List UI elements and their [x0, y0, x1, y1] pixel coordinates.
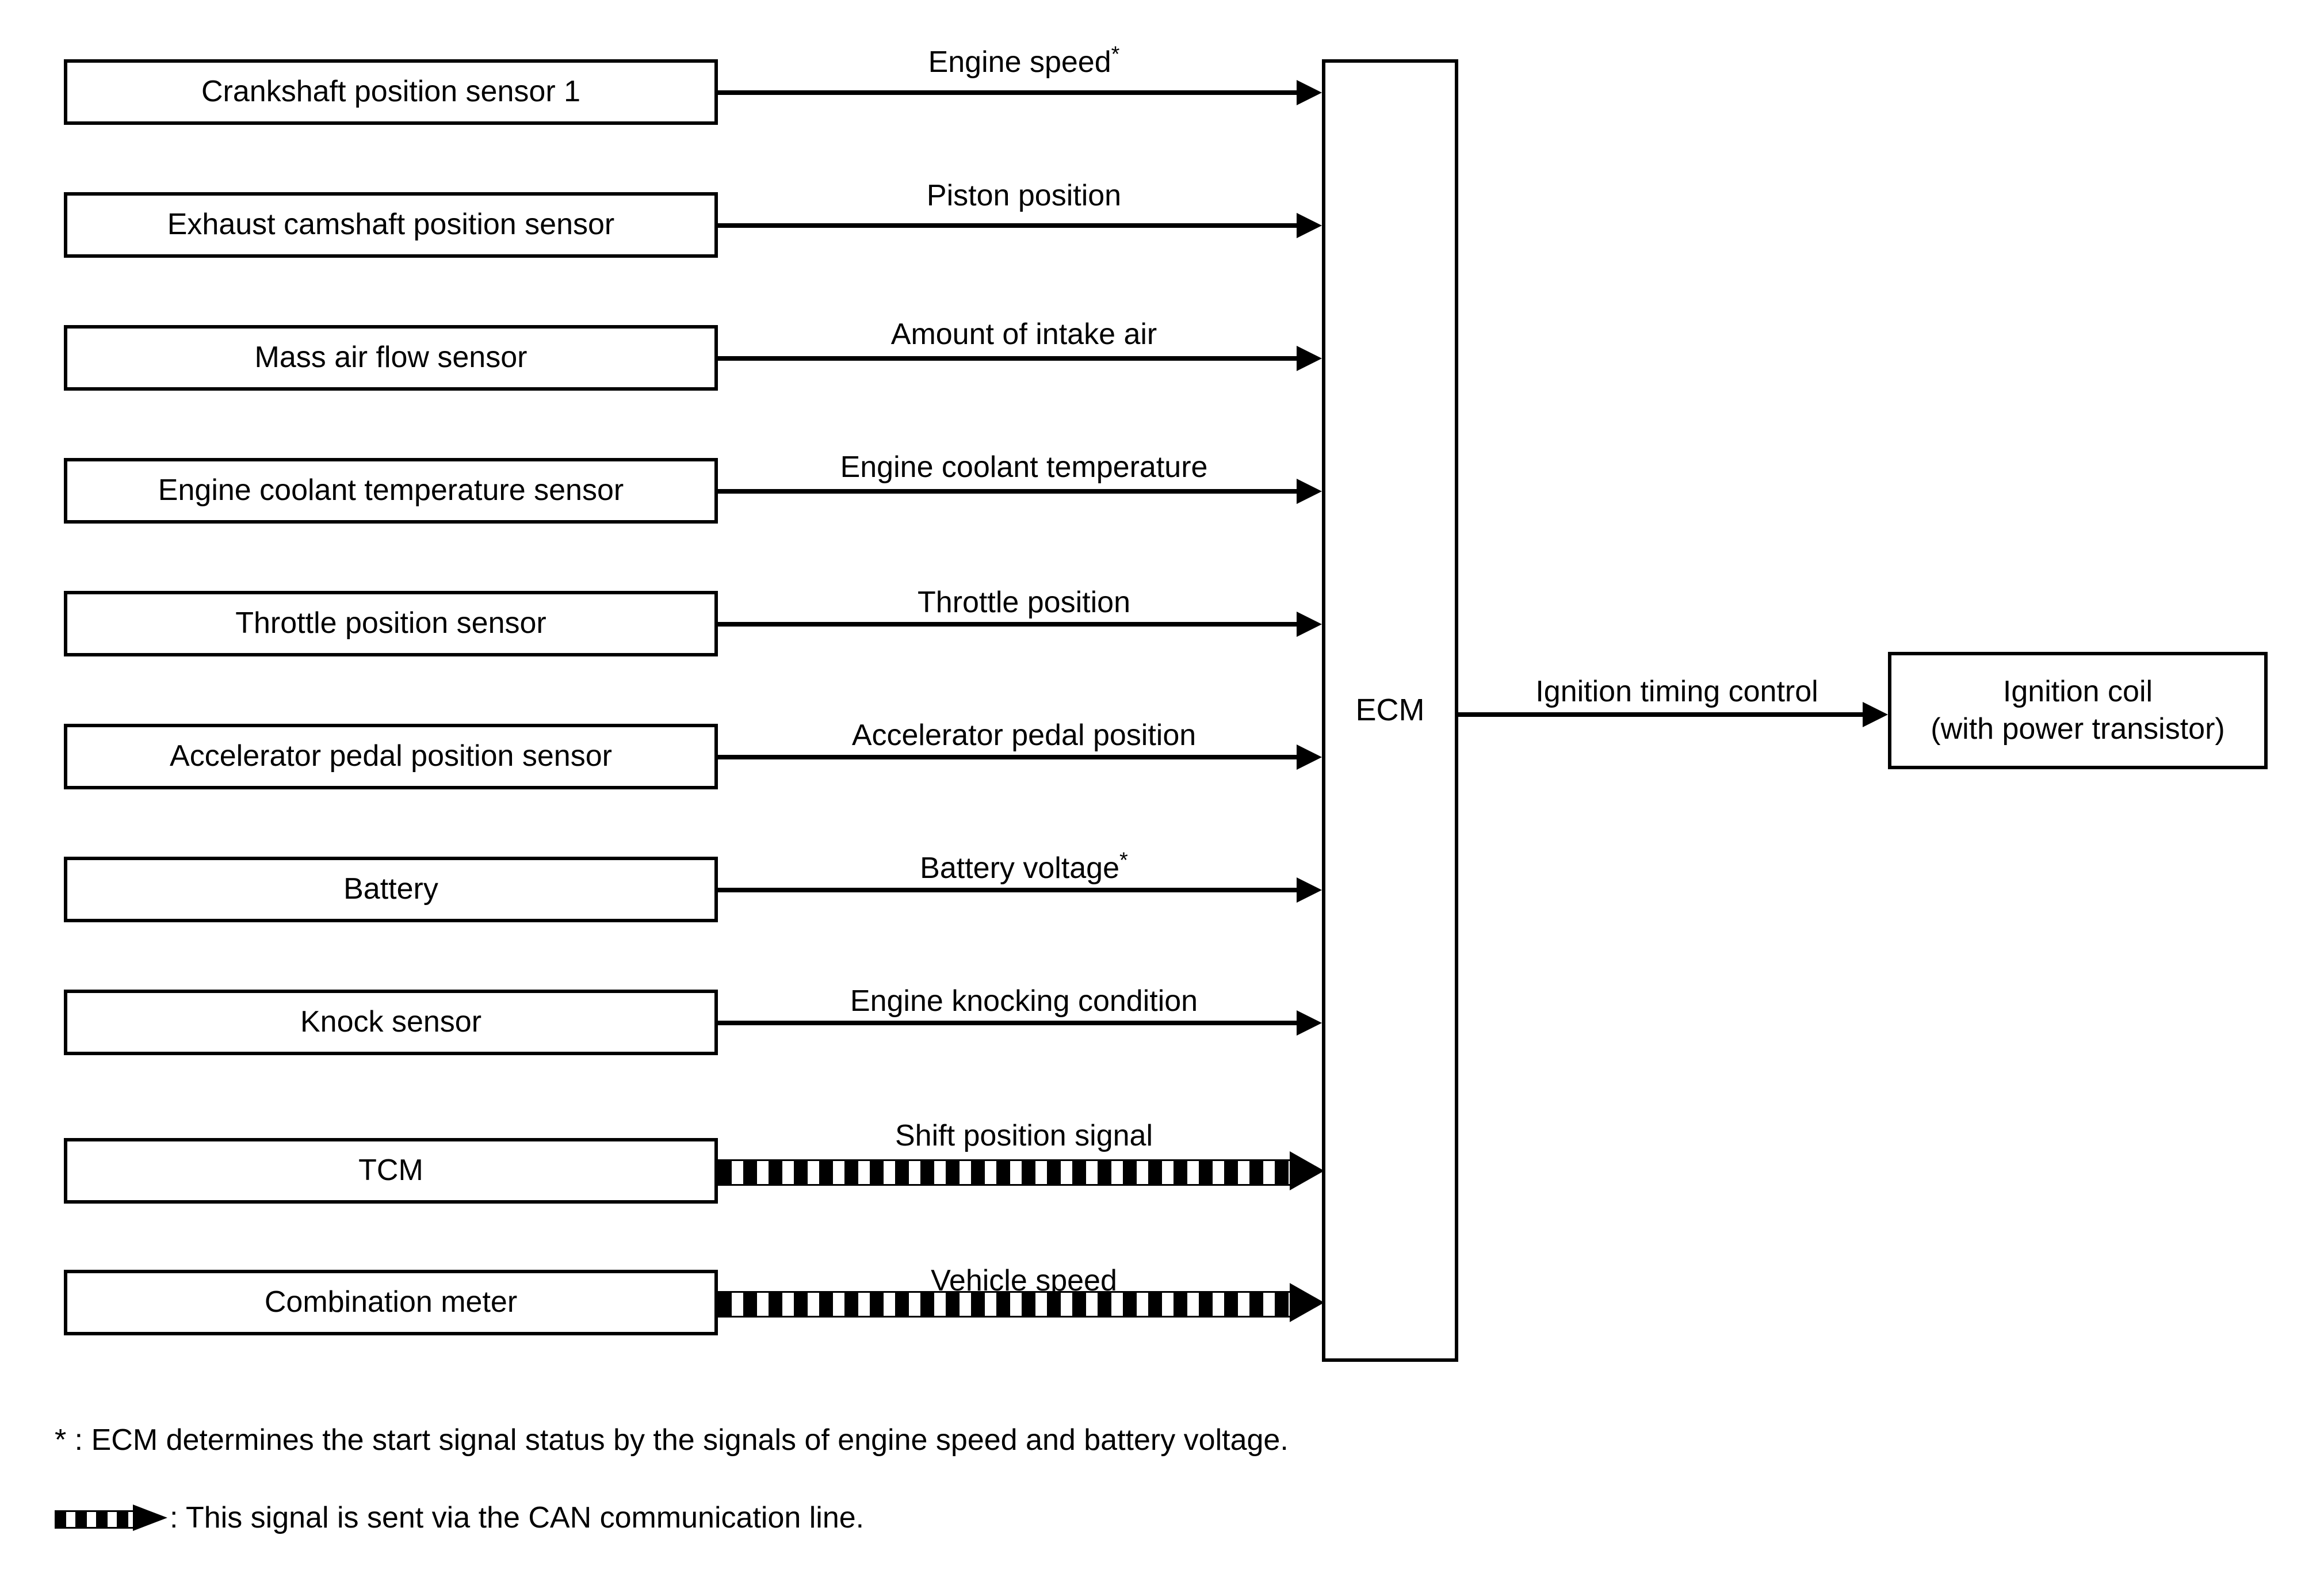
arrow-head-icon — [1297, 877, 1322, 903]
arrow-shaft — [1458, 712, 1863, 717]
footnote-marker: * — [1111, 42, 1120, 67]
signal-label-text: Vehicle speed — [931, 1264, 1117, 1297]
source-box-label: Combination meter — [264, 1285, 518, 1319]
signal-label-text: Piston position — [926, 179, 1122, 212]
signal-label-text: Shift position signal — [895, 1119, 1153, 1152]
signal-label-engine-coolant-temperature: Engine coolant temperature — [840, 450, 1208, 484]
source-box-label: TCM — [358, 1154, 423, 1187]
source-box-accelerator-pedal-position-sensor[interactable]: Accelerator pedal position sensor — [64, 724, 718, 789]
can-arrow-head-icon — [1290, 1283, 1324, 1322]
arrow-head-icon — [1297, 744, 1322, 770]
signal-label-piston-position: Piston position — [927, 178, 1121, 213]
arrow-head-icon — [1297, 612, 1322, 637]
signal-label-battery-voltage: Battery voltage* — [920, 848, 1128, 885]
ecm-box[interactable]: ECM — [1322, 59, 1458, 1362]
arrow-shaft — [718, 223, 1297, 228]
signal-label-engine-knocking-condition: Engine knocking condition — [850, 984, 1198, 1018]
arrow-shaft — [718, 888, 1297, 892]
arrow-shaft — [718, 1021, 1297, 1025]
source-box-battery[interactable]: Battery — [64, 857, 718, 922]
signal-label-shift-position-signal: Shift position signal — [895, 1118, 1153, 1153]
source-box-label: Throttle position sensor — [235, 606, 546, 640]
arrow-shaft — [718, 622, 1297, 627]
source-box-tcm[interactable]: TCM — [64, 1138, 718, 1204]
can-arrow-shaft — [718, 1291, 1290, 1318]
arrow-head-icon — [1863, 702, 1888, 727]
signal-label-ignition-timing-control: Ignition timing control — [1535, 674, 1818, 709]
can-arrow-shaft — [718, 1159, 1290, 1186]
ecm-label: ECM — [1355, 693, 1425, 728]
source-box-mass-air-flow-sensor[interactable]: Mass air flow sensor — [64, 325, 718, 391]
signal-label-text: Accelerator pedal position — [851, 719, 1197, 752]
can-legend-shaft — [55, 1510, 133, 1529]
source-box-exhaust-camshaft-position-sensor[interactable]: Exhaust camshaft position sensor — [64, 192, 718, 258]
signal-label-amount-of-intake-air: Amount of intake air — [891, 317, 1157, 352]
signal-label-text: Battery voltage — [920, 851, 1120, 885]
signal-label-text: Engine knocking condition — [850, 984, 1198, 1018]
arrow-head-icon — [1297, 1010, 1322, 1036]
signal-label-text: Engine coolant temperature — [840, 450, 1208, 484]
arrow-head-icon — [1297, 80, 1322, 105]
signal-label-text: Throttle position — [918, 586, 1130, 619]
source-box-throttle-position-sensor[interactable]: Throttle position sensor — [64, 591, 718, 656]
footnote-text: * : ECM determines the start signal stat… — [55, 1423, 1289, 1457]
arrow-shaft — [718, 90, 1297, 95]
source-box-knock-sensor[interactable]: Knock sensor — [64, 990, 718, 1055]
source-box-label: Exhaust camshaft position sensor — [167, 208, 615, 242]
source-box-label: Crankshaft position sensor 1 — [201, 75, 580, 109]
can-arrow-legend-icon — [55, 1505, 167, 1531]
arrow-head-icon — [1297, 213, 1322, 238]
signal-label-engine-speed: Engine speed* — [928, 42, 1120, 79]
footnote-marker: * — [1119, 848, 1128, 873]
source-box-label: Mass air flow sensor — [254, 341, 528, 375]
signal-label-throttle-position: Throttle position — [918, 585, 1130, 620]
footnote-text: : This signal is sent via the CAN commun… — [170, 1501, 865, 1534]
source-box-combination-meter[interactable]: Combination meter — [64, 1270, 718, 1335]
source-box-label: Accelerator pedal position sensor — [170, 739, 612, 773]
signal-label-vehicle-speed: Vehicle speed — [931, 1263, 1117, 1298]
arrow-head-icon — [1297, 479, 1322, 504]
arrow-shaft — [718, 489, 1297, 494]
signal-label-text: Ignition timing control — [1535, 675, 1818, 708]
signal-label-text: Engine speed — [928, 45, 1111, 79]
source-box-label: Engine coolant temperature sensor — [158, 474, 624, 507]
source-box-label: Battery — [343, 872, 438, 906]
source-box-engine-coolant-temperature-sensor[interactable]: Engine coolant temperature sensor — [64, 458, 718, 524]
can-legend-head — [133, 1505, 167, 1531]
ignition-coil-label: Ignition coil (with power transistor) — [1931, 675, 2225, 746]
ignition-coil-box[interactable]: Ignition coil (with power transistor) — [1888, 652, 2268, 769]
footnote-start-signal: * : ECM determines the start signal stat… — [55, 1425, 1289, 1455]
arrow-shaft — [718, 356, 1297, 361]
arrow-shaft — [718, 755, 1297, 759]
signal-label-text: Amount of intake air — [890, 318, 1157, 351]
can-arrow-head-icon — [1290, 1151, 1324, 1190]
arrow-head-icon — [1297, 346, 1322, 371]
signal-label-accelerator-pedal-position: Accelerator pedal position — [852, 718, 1196, 753]
footnote-can-line: : This signal is sent via the CAN commun… — [55, 1503, 864, 1533]
source-box-crankshaft-position-sensor-1[interactable]: Crankshaft position sensor 1 — [64, 59, 718, 125]
source-box-label: Knock sensor — [300, 1005, 482, 1039]
